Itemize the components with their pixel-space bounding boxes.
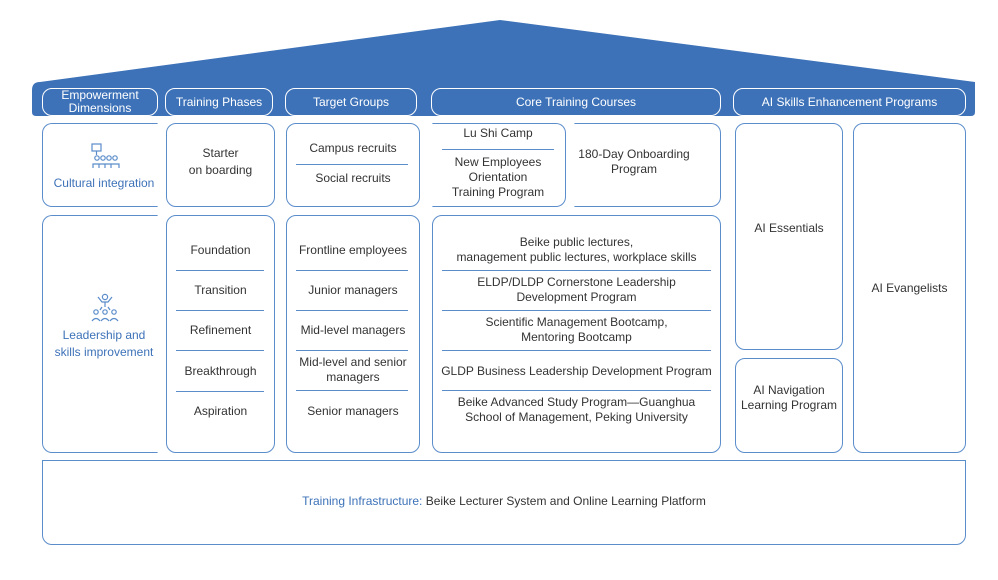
- ai-navigation: AI Navigation Learning Program: [740, 383, 838, 412]
- header-empowerment-dimensions: Empowerment Dimensions: [42, 88, 158, 116]
- dimension-cultural-box: [42, 123, 158, 207]
- course-orientation: New Employees Orientation Training Progr…: [451, 154, 545, 199]
- dimension-leadership-label: Leadership and skills improvement: [54, 328, 154, 359]
- ai-essentials: AI Essentials: [754, 220, 824, 235]
- phase-onboarding: Starter on boarding: [188, 146, 253, 177]
- phase-item: Foundation: [190, 242, 251, 257]
- divider: [176, 391, 264, 392]
- header-target-groups: Target Groups: [285, 88, 417, 116]
- group-item: Frontline employees: [298, 242, 408, 257]
- header-core-training-courses: Core Training Courses: [431, 88, 721, 116]
- infrastructure-label: Training Infrastructure:: [302, 493, 423, 508]
- course-item: Beike Advanced Study Program—Guanghua Sc…: [457, 395, 696, 424]
- divider: [442, 270, 711, 271]
- course-item: GLDP Business Leadership Development Pro…: [441, 363, 712, 378]
- groups-cultural-box: [286, 123, 420, 207]
- header-label: Core Training Courses: [515, 94, 637, 109]
- divider: [442, 310, 711, 311]
- divider: [176, 350, 264, 351]
- course-onboarding-box: [574, 123, 721, 207]
- infrastructure-text: Beike Lecturer System and Online Learnin…: [422, 493, 706, 508]
- infrastructure-line: Training Infrastructure: Beike Lecturer …: [42, 491, 966, 511]
- phases-leadership-box: [166, 215, 275, 453]
- divider: [176, 270, 264, 271]
- infrastructure-box: [42, 460, 966, 545]
- course-lushi-camp: Lu Shi Camp: [463, 125, 533, 140]
- group-item: Mid-level and senior managers: [299, 355, 407, 384]
- phase-item: Breakthrough: [184, 363, 257, 378]
- course-item: ELDP/DLDP Cornerstone Leadership Develop…: [477, 275, 676, 304]
- group-item: Junior managers: [308, 282, 398, 297]
- ai-evangelists-box: [853, 123, 966, 453]
- divider: [296, 164, 408, 165]
- divider: [296, 310, 408, 311]
- divider: [296, 350, 408, 351]
- group-item: Campus recruits: [309, 140, 397, 155]
- dimension-leadership-box: [42, 215, 158, 453]
- divider: [442, 149, 554, 150]
- phase-item: Aspiration: [193, 403, 248, 418]
- group-item: Senior managers: [307, 403, 399, 418]
- groups-leadership-box: [286, 215, 420, 453]
- phase-onboarding-box: [166, 123, 275, 207]
- divider: [442, 390, 711, 391]
- header-training-phases: Training Phases: [165, 88, 273, 116]
- divider: [442, 350, 711, 351]
- dimension-cultural-label: Cultural integration: [53, 175, 155, 190]
- ai-navigation-box: [735, 358, 843, 453]
- course-item: Beike public lectures, management public…: [456, 235, 697, 264]
- divider: [296, 390, 408, 391]
- header-label: Training Phases: [175, 94, 263, 109]
- course-item: Scientific Management Bootcamp, Mentorin…: [485, 315, 668, 344]
- header-label: Empowerment Dimensions: [61, 88, 139, 115]
- people-meeting-icon: [91, 143, 120, 168]
- ai-evangelists: AI Evangelists: [871, 280, 948, 295]
- course-180-day-onboarding: 180-Day Onboarding Program: [578, 147, 690, 176]
- header-label: Target Groups: [312, 94, 390, 109]
- leader-team-icon: [91, 293, 119, 322]
- header-ai-programs: AI Skills Enhancement Programs: [733, 88, 966, 116]
- divider: [176, 310, 264, 311]
- divider: [296, 270, 408, 271]
- phase-item: Refinement: [189, 322, 252, 337]
- header-label: AI Skills Enhancement Programs: [761, 94, 938, 109]
- ai-essentials-box: [735, 123, 843, 350]
- group-item: Social recruits: [315, 170, 391, 185]
- group-item: Mid-level managers: [300, 322, 406, 337]
- phase-item: Transition: [194, 282, 247, 297]
- course-orientation-box: [432, 123, 566, 207]
- courses-leadership-box: [432, 215, 721, 453]
